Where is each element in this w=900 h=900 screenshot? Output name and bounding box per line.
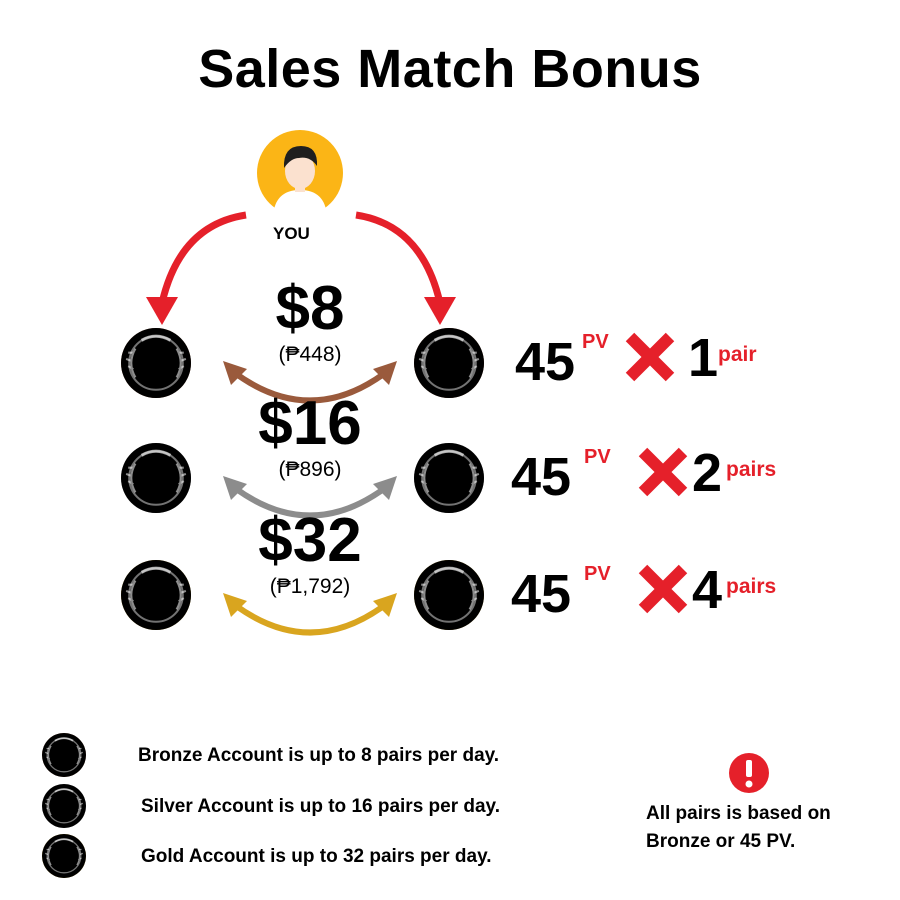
red-arrows (146, 211, 456, 325)
gold-medal-right-icon (412, 558, 486, 632)
bronze-medal-left-icon (119, 326, 193, 400)
bronze-pv-value: 45 (515, 332, 576, 392)
note-line-1: All pairs is based on (646, 803, 831, 824)
silver-pair-word: pairs (726, 458, 777, 481)
silver-multiply-icon (638, 447, 688, 497)
note: All pairs is based on Bronze or 45 PV. (646, 800, 831, 856)
bronze-pair-word: pair (718, 343, 757, 366)
bronze-local-amount: (₱448) (278, 343, 342, 366)
silver-medal-right-icon (412, 441, 486, 515)
legend-bronze-medal-icon (41, 732, 87, 778)
gold-bonus-amount: $32 (258, 506, 362, 575)
you-label: YOU (273, 224, 310, 243)
legend-gold-text: Gold Account is up to 32 pairs per day. (141, 846, 492, 867)
left-arrow-line (158, 211, 247, 304)
silver-pv-unit: PV (584, 446, 611, 468)
silver-pv-value: 45 (511, 447, 572, 507)
bronze-swap-arrow-icon (223, 361, 397, 404)
silver-bonus-amount: $16 (258, 389, 362, 458)
gold-swap-arrow-icon (223, 593, 397, 636)
gold-pair-word: pairs (726, 575, 777, 598)
legend-gold-medal-icon (41, 833, 87, 879)
silver-swap-arrow-icon (223, 476, 397, 519)
gold-pv-value: 45 (511, 564, 572, 624)
silver-medal-left-icon (119, 441, 193, 515)
bronze-pv-unit: PV (582, 331, 609, 353)
legend-bronze-text: Bronze Account is up to 8 pairs per day. (138, 745, 500, 766)
gold-pair-count: 4 (692, 560, 723, 620)
gold-pv-unit: PV (584, 563, 611, 585)
user-avatar-icon (257, 130, 343, 216)
gold-local-amount: (₱1,792) (269, 575, 351, 598)
silver-pair-count: 2 (692, 443, 723, 503)
right-arrow-line (355, 211, 444, 304)
gold-multiply-icon (638, 564, 688, 614)
exclamation-icon (729, 753, 769, 793)
bronze-bonus-amount: $8 (275, 274, 345, 343)
bronze-medal-right-icon (412, 326, 486, 400)
note-line-2: Bronze or 45 PV. (646, 831, 796, 852)
legend-silver-medal-icon (41, 783, 87, 829)
right-arrowhead-icon (424, 297, 456, 325)
page-title: Sales Match Bonus (198, 39, 702, 99)
left-arrowhead-icon (146, 297, 178, 325)
bronze-multiply-icon (625, 332, 675, 382)
gold-medal-left-icon (119, 558, 193, 632)
silver-local-amount: (₱896) (278, 458, 342, 481)
legend-silver-text: Silver Account is up to 16 pairs per day… (141, 796, 500, 817)
bronze-pair-count: 1 (688, 328, 719, 388)
